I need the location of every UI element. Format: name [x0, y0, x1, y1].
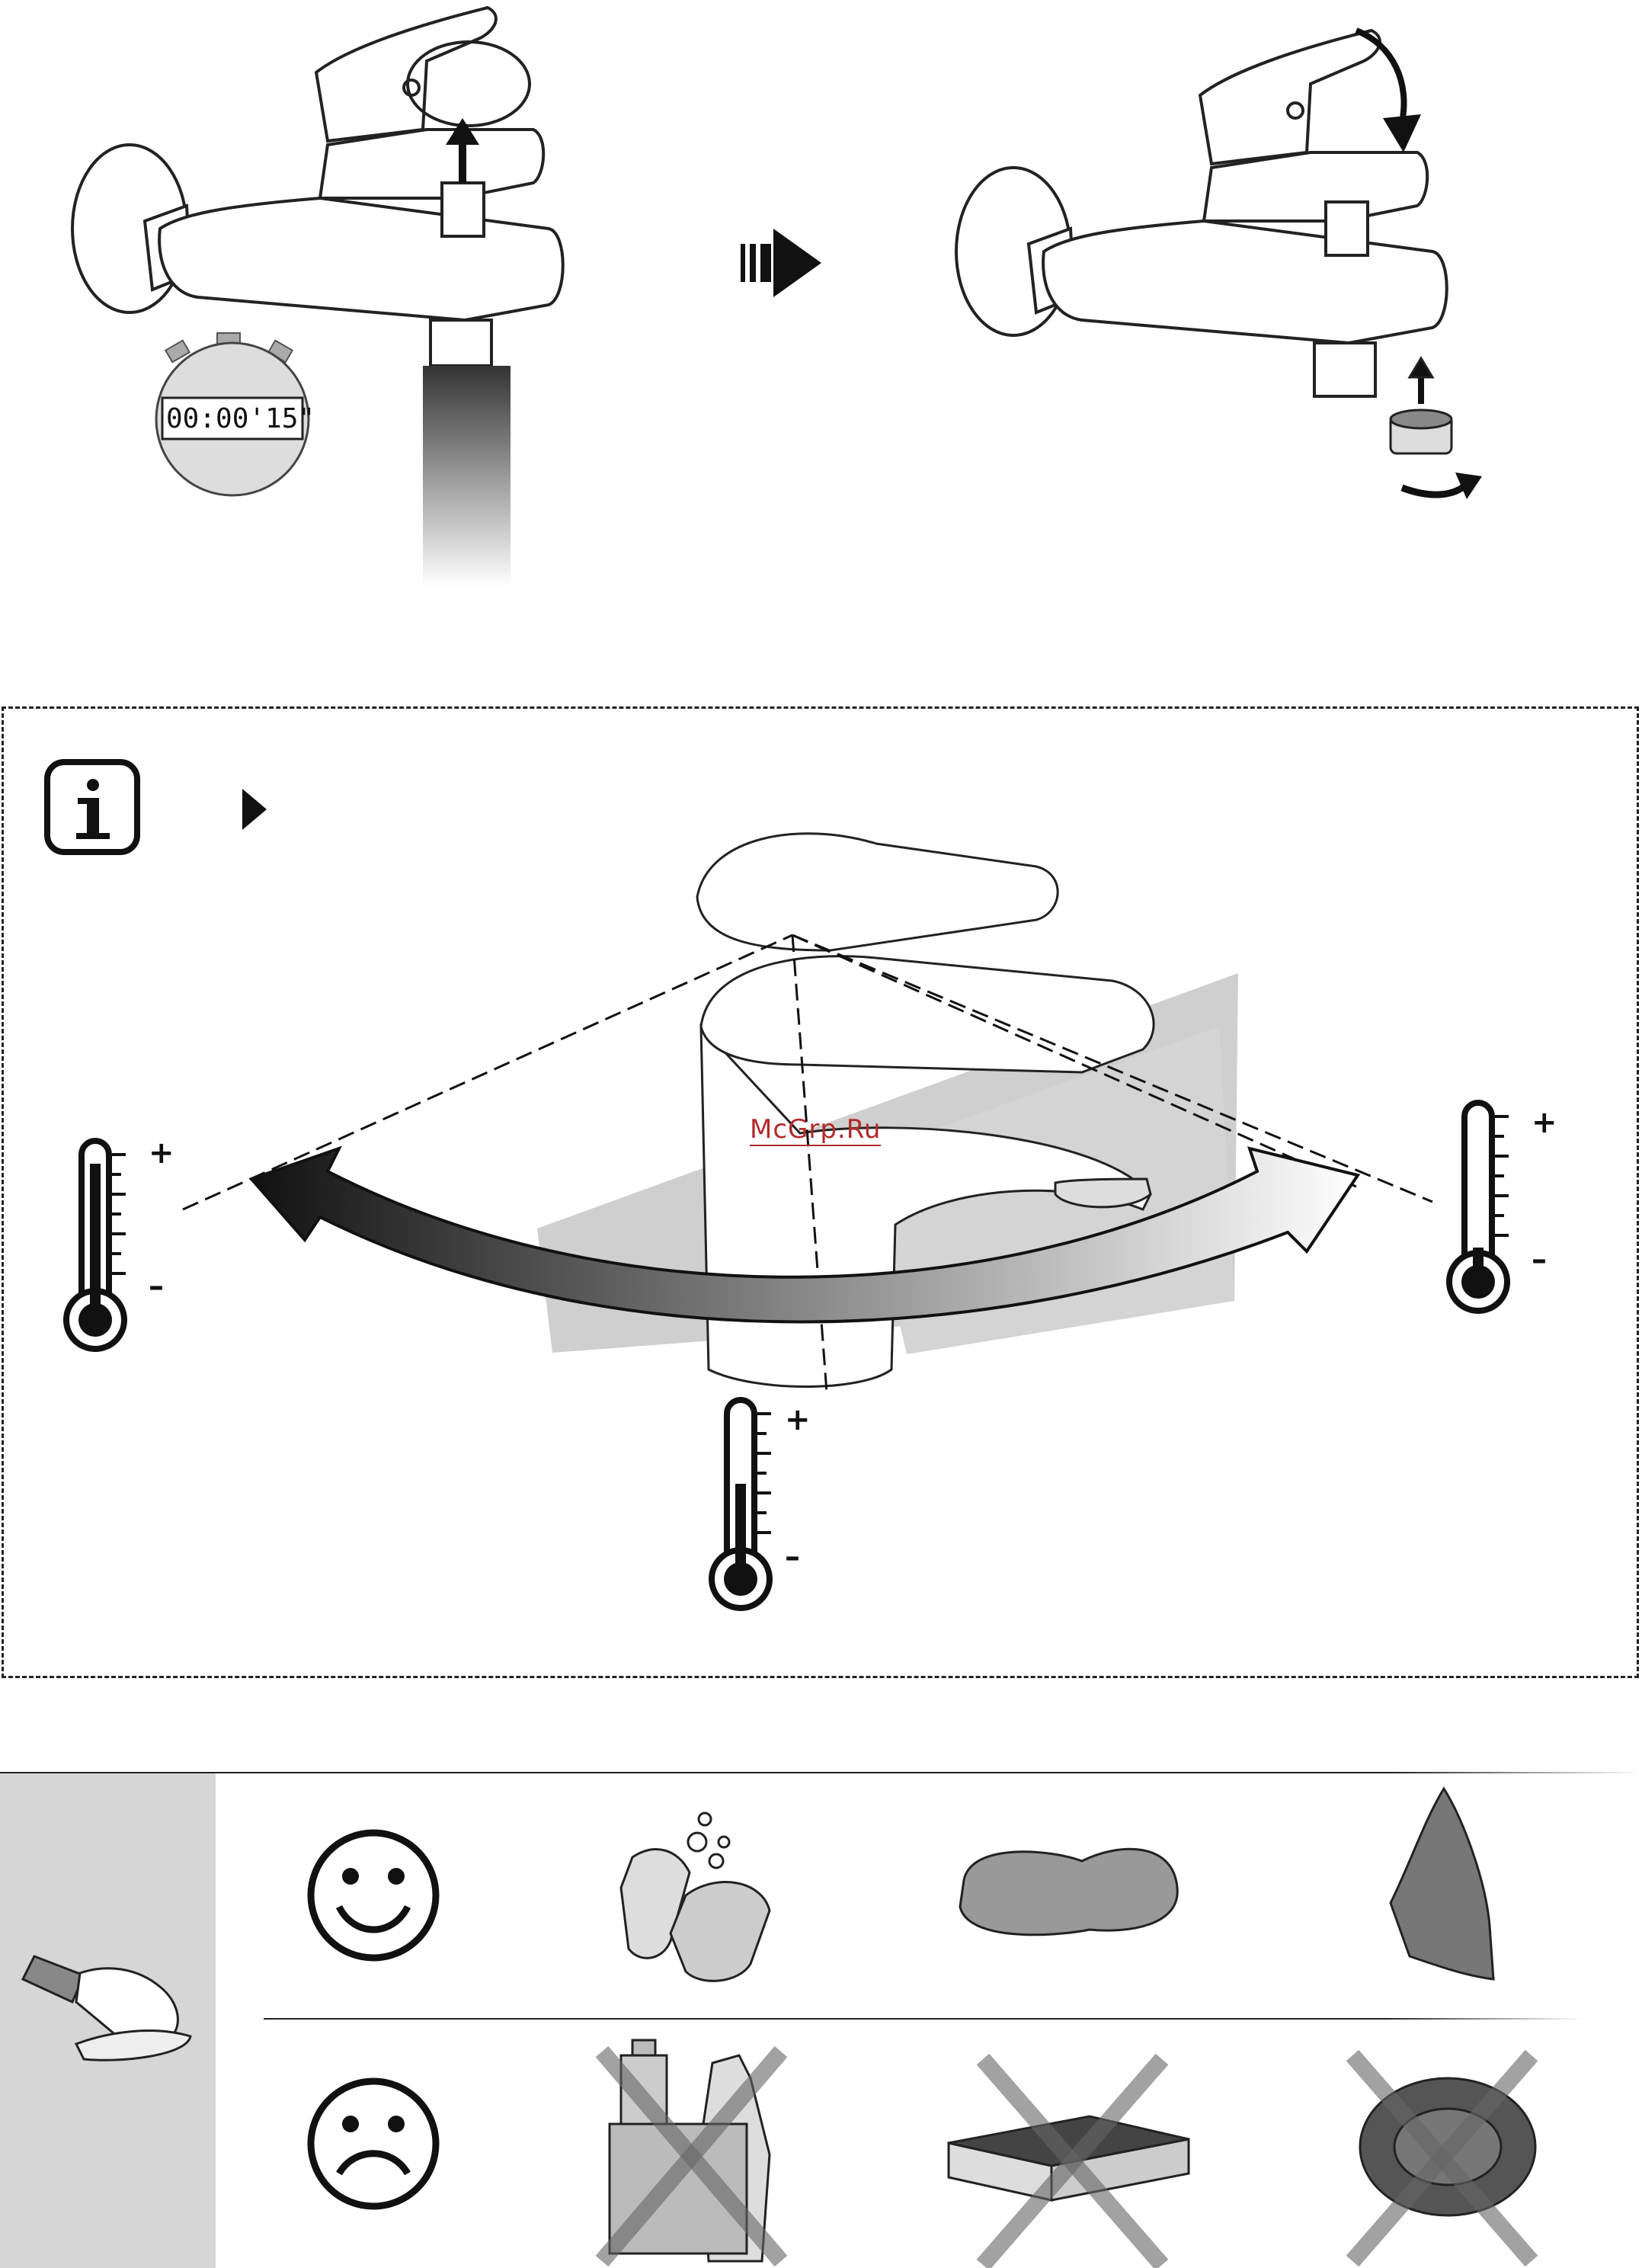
temperature-diagram — [0, 706, 1642, 1678]
sad-face-icon — [311, 2081, 436, 2206]
next-step-arrow-icon — [741, 229, 821, 297]
stopwatch-display: 00:00'15" — [166, 402, 300, 437]
wall-faucet-left — [72, 8, 563, 366]
thermo-center-minus: – — [785, 1539, 800, 1574]
smiley-face-icon — [311, 1833, 436, 1958]
rotate-arrow-icon — [1402, 484, 1467, 495]
thermometer-center — [712, 1400, 771, 1608]
soap-bars-icon — [621, 1813, 770, 1981]
thermometer-left — [66, 1141, 126, 1349]
triangle-pointer-icon — [242, 789, 267, 830]
thermo-left-plus: + — [149, 1136, 174, 1171]
thermo-center-plus: + — [785, 1402, 811, 1437]
water-stream — [423, 366, 511, 587]
thermo-right-minus: – — [1532, 1242, 1547, 1277]
steel-wool-crossed-icon — [1352, 2055, 1535, 2261]
scouring-pad-crossed-icon — [949, 2059, 1189, 2265]
thermometer-right — [1449, 1103, 1509, 1311]
chemical-cleaners-crossed-icon — [602, 2040, 781, 2261]
aerator-part — [1391, 358, 1452, 453]
top-illustration — [0, 0, 1642, 610]
thermo-left-minus: – — [149, 1269, 164, 1304]
info-icon — [47, 762, 137, 852]
microfiber-cloth-icon — [1391, 1789, 1493, 1979]
cleaning-icons — [0, 1773, 1642, 2268]
thermo-right-plus: + — [1532, 1105, 1557, 1140]
watermark: McGrp.Ru — [750, 1114, 881, 1145]
hand-wiping-cloth-icon — [23, 1956, 190, 2060]
soft-sponge-icon — [960, 1849, 1177, 1935]
wall-faucet-right — [956, 30, 1447, 396]
